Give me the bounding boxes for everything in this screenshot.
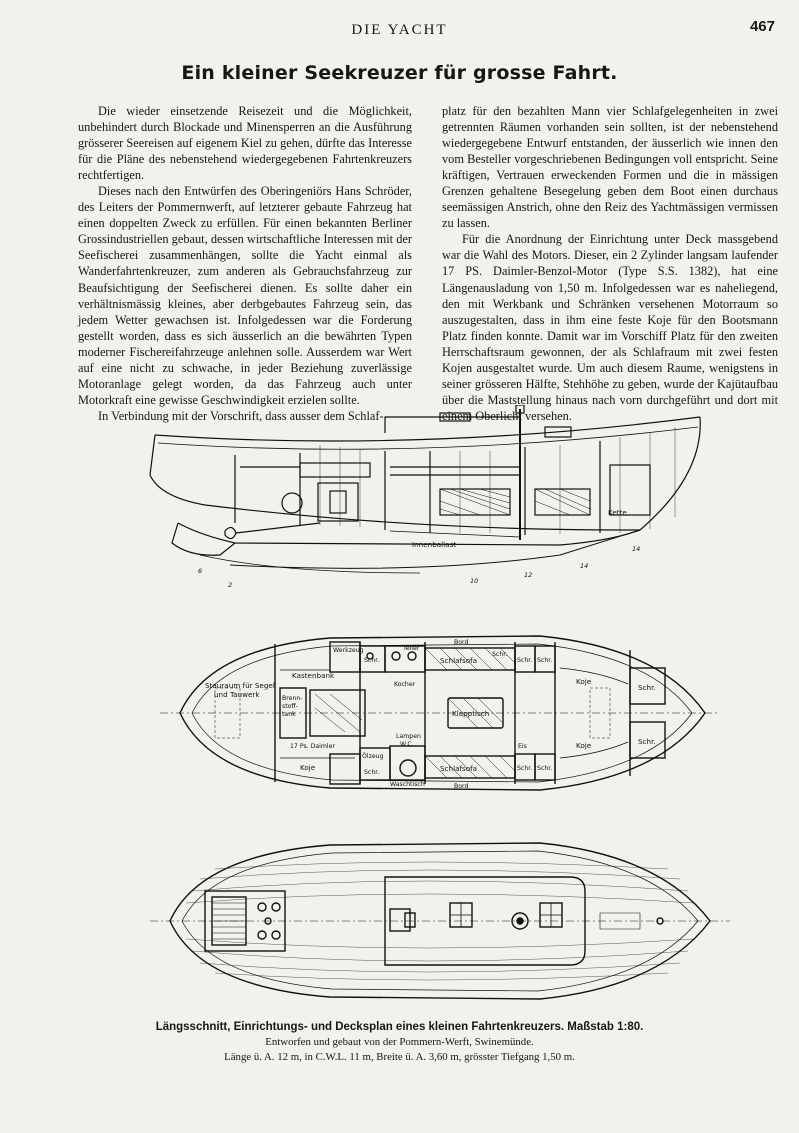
running-head: DIE YACHT (351, 22, 448, 38)
label-wc: W.C. (400, 741, 414, 748)
caption-title-line: Längsschnitt, Einrichtungs- und Deckspla… (0, 1019, 799, 1035)
label-schr: Schr. (364, 657, 379, 664)
paragraph: In Verbindung mit der Vorschrift, dass a… (98, 408, 384, 423)
label-bord: Bord (454, 639, 468, 646)
text-column-left: Die wieder einsetzende Reisezeit und die… (78, 103, 412, 424)
station-number: 10 (470, 577, 478, 585)
label-schr: Schr. (537, 765, 552, 772)
accommodation-plan-drawing: Stauraum für Segel und Tauwerk Kastenban… (0, 628, 799, 808)
label-waschtisch: Waschtisch (390, 781, 425, 788)
label-kocher: Kocher (394, 681, 416, 688)
label-brennstoff: Brenn- (282, 695, 303, 702)
paragraph: platz für den bezahlten Mann vier Schlaf… (442, 104, 778, 231)
label-schr: Schr. (364, 769, 379, 776)
label-schr: Schr. (638, 737, 656, 746)
station-number: 14 (580, 562, 588, 570)
label-schr: Schr. (517, 765, 532, 772)
label-brennstoff: stoff- (282, 703, 298, 710)
deck-plan-drawing (0, 833, 799, 1018)
caption-builder: Entworfen und gebaut von der Pommern-Wer… (265, 1036, 534, 1048)
label-schr: Schr. (537, 657, 552, 664)
figure-caption: Längsschnitt, Einrichtungs- und Deckspla… (0, 1019, 799, 1065)
label-lampen: Lampen (396, 733, 421, 740)
article-title: Ein kleiner Seekreuzer für grosse Fahrt. (181, 62, 618, 84)
station-number: 12 (524, 571, 532, 579)
station-number: 2 (228, 581, 232, 589)
station-number: 14 (632, 545, 640, 553)
caption-dimensions: Länge ü. A. 12 m, in C.W.L. 11 m, Breite… (224, 1051, 575, 1063)
label-schlafsofa: Schlafsofa (440, 656, 477, 665)
page-number: 467 (749, 18, 775, 35)
station-number: 6 (198, 567, 202, 575)
label-werkzeug: Werkzeug (333, 647, 364, 654)
caption-scale: Maßstab 1:80. (567, 1021, 644, 1033)
paragraph: Die wieder einsetzende Reisezeit und die… (78, 104, 412, 183)
deck-svg (150, 842, 730, 1000)
label-klapptisch: Klapptisch (452, 709, 489, 718)
label-schr: Schr. (492, 651, 507, 658)
label-kette: Kette (608, 508, 627, 517)
label-tauwerk: und Tauwerk (214, 690, 260, 699)
label-stauraum: Stauraum für Segel (205, 681, 275, 690)
text-column-right: platz für den bezahlten Mann vier Schlaf… (442, 103, 778, 424)
label-teller: Teller (402, 645, 420, 652)
label-olzeug: Ölzeug (362, 751, 384, 760)
label-bord: Bord (454, 783, 468, 790)
caption-title: Längsschnitt, Einrichtungs- und Deckspla… (155, 1021, 565, 1033)
label-schr: Schr. (517, 657, 532, 664)
label-schr: Schr. (638, 683, 656, 692)
label-koje: Koje (576, 677, 592, 686)
label-eis: Eis (518, 743, 527, 750)
label-koje: Koje (300, 763, 316, 772)
paragraph: Für die Anordnung der Einrichtung unter … (442, 232, 778, 423)
label-innenballast: Innenballast (412, 540, 456, 549)
label-brennstoff: tank (282, 711, 296, 718)
longitudinal-section-drawing: Innenballast Kette 2 6 10 12 14 14 (0, 405, 799, 595)
plan-svg: Stauraum für Segel und Tauwerk Kastenban… (160, 635, 720, 791)
label-schlafsofa: Schlafsofa (440, 764, 477, 773)
label-kastenbank: Kastenbank (292, 671, 335, 680)
paragraph: Dieses nach den Entwürfen des Oberingeni… (78, 184, 412, 407)
label-koje: Koje (576, 741, 592, 750)
elevation-svg: Innenballast Kette 2 6 10 12 14 14 (149, 405, 701, 589)
label-motor: 17 Ps. Daimler (290, 743, 335, 750)
